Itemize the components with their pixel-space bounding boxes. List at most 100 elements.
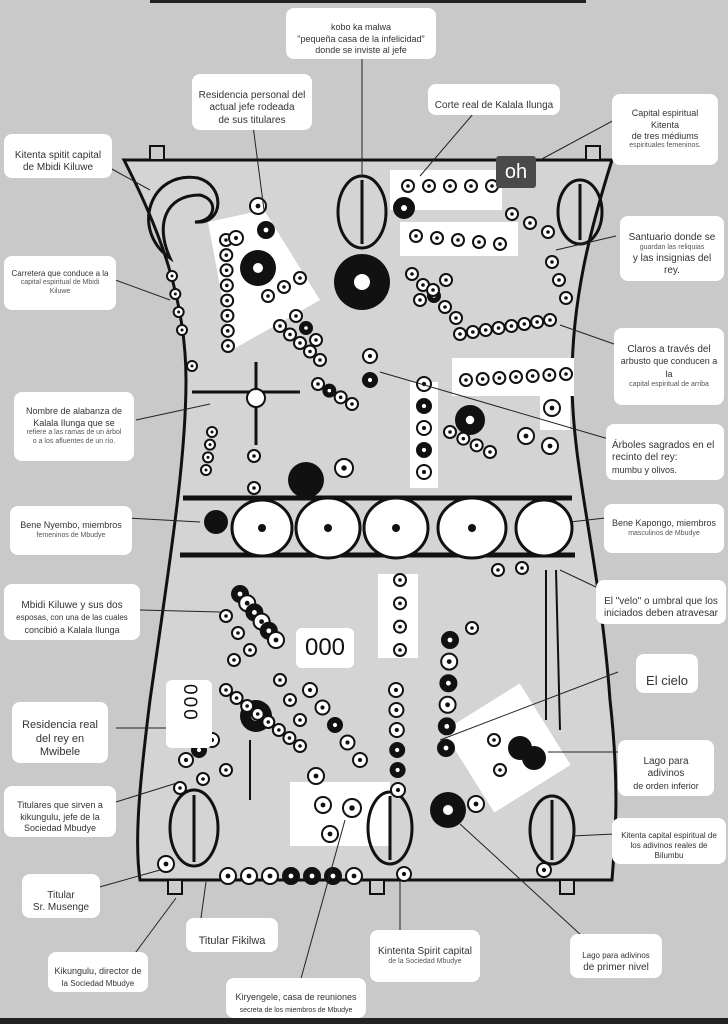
bead-center <box>224 614 228 618</box>
bead-center <box>298 744 302 748</box>
bead-center <box>244 600 250 606</box>
bead-center <box>288 698 292 702</box>
label-el-cielo: El cielo <box>636 654 698 693</box>
bead-center <box>225 873 231 879</box>
bead-center <box>367 377 373 383</box>
peg-bottom-mid <box>369 879 385 895</box>
bead-center <box>492 738 496 742</box>
bead-center <box>320 705 325 710</box>
bead-center <box>313 773 319 779</box>
bead-center <box>474 443 479 448</box>
bead-center <box>266 628 272 634</box>
bead-center <box>445 702 450 708</box>
bead-center <box>173 292 177 296</box>
bead-center <box>237 591 243 597</box>
bead-center <box>414 234 418 238</box>
bead-center <box>421 283 425 287</box>
large-discs <box>240 250 546 828</box>
bead-center <box>530 374 535 378</box>
bead-center <box>446 659 452 664</box>
bead-field <box>157 179 573 885</box>
bead-center <box>470 626 474 630</box>
bead-center <box>183 757 189 763</box>
bead-center <box>395 787 401 793</box>
bead-center <box>252 610 257 615</box>
bead-center <box>298 341 302 345</box>
bead-center <box>338 395 343 400</box>
bead-center <box>394 727 399 733</box>
bead-center <box>233 235 239 241</box>
bead-center <box>345 740 350 745</box>
bead-center <box>314 338 318 342</box>
bead-center <box>509 324 514 328</box>
bead-center <box>225 313 230 318</box>
box-text-000-left: 000 <box>166 680 212 748</box>
bead-center <box>330 873 336 879</box>
bead-center <box>357 757 363 763</box>
bead-center <box>464 378 468 382</box>
bead-center <box>522 322 527 326</box>
bead-center <box>497 376 502 380</box>
bead-center <box>427 184 431 188</box>
bead-center <box>496 568 500 572</box>
peg-bottom-right <box>559 879 575 895</box>
bead-center <box>282 285 286 289</box>
bead-center <box>483 328 488 332</box>
bead-center <box>406 184 410 188</box>
bead-center <box>288 332 292 337</box>
bead-center <box>225 283 229 288</box>
bead-center <box>480 377 485 381</box>
bead-center <box>201 777 205 781</box>
bead-center <box>163 861 169 867</box>
bead-center <box>252 486 256 490</box>
bead-center <box>367 353 373 359</box>
bead-center <box>208 443 212 447</box>
bead-center <box>266 294 270 298</box>
bead-center <box>446 680 451 686</box>
bead-center <box>349 805 355 811</box>
bead-center <box>514 375 518 379</box>
peg-bottom-left <box>167 879 183 895</box>
bead-center <box>259 619 264 624</box>
bead-center <box>549 405 555 411</box>
bead-center <box>304 326 308 330</box>
bead-center <box>225 329 230 333</box>
bead-center <box>564 372 568 376</box>
bead-center <box>307 687 313 693</box>
bead-center <box>224 268 229 273</box>
bead-center <box>458 332 462 336</box>
bead-center <box>206 455 210 459</box>
bead-center <box>393 687 399 693</box>
bead-center <box>288 873 294 879</box>
bead-center <box>327 388 332 393</box>
bead-center <box>443 305 447 309</box>
box-text-000-vertical: 000 <box>179 684 200 722</box>
bead-center <box>447 637 453 643</box>
bead-center <box>234 696 239 700</box>
bead-center <box>498 768 502 772</box>
bead-center <box>444 724 450 729</box>
bead-center <box>224 253 229 257</box>
bead-center <box>309 873 315 879</box>
bead-center <box>448 430 452 434</box>
bead-center <box>564 296 568 300</box>
bead-center <box>351 873 357 879</box>
bead-center <box>461 436 466 441</box>
band-dark-bead <box>204 510 228 534</box>
bead-center <box>278 324 282 328</box>
vertical-lines <box>249 569 561 800</box>
bead-center <box>488 450 492 454</box>
bead-center <box>541 867 547 873</box>
bead-center <box>496 326 501 330</box>
